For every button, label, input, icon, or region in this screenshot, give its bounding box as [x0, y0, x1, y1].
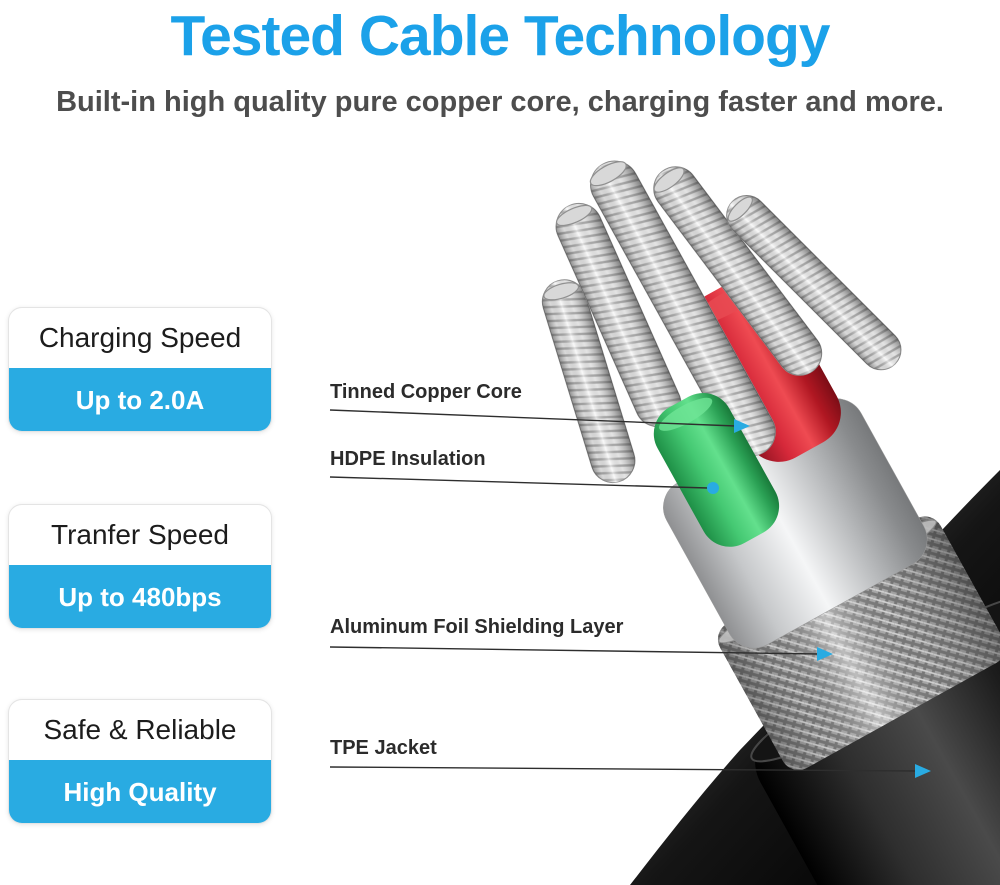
- feature-card-charging-speed: Charging Speed Up to 2.0A: [8, 307, 272, 432]
- feature-card-transfer-speed: Tranfer Speed Up to 480bps: [8, 504, 272, 629]
- callout-tinned-copper-core: Tinned Copper Core: [330, 381, 522, 403]
- tpe-jacket: [755, 593, 1000, 885]
- arrow-tpe-jacket: [915, 764, 931, 778]
- page-title: Tested Cable Technology: [170, 4, 831, 68]
- feature-heading: Charging Speed: [38, 322, 242, 353]
- feature-value: Up to 2.0A: [9, 368, 271, 431]
- callout-lines: [329, 409, 918, 772]
- feature-heading: Safe & Reliable: [43, 714, 237, 745]
- dot-hdpe-insulation: [707, 482, 719, 494]
- page-subtitle: Built-in high quality pure copper core, …: [56, 86, 944, 118]
- callout-tpe-jacket: TPE Jacket: [330, 737, 437, 759]
- feature-heading: Tranfer Speed: [51, 519, 229, 550]
- hdpe-insulation-wire: [653, 393, 780, 547]
- feature-value: High Quality: [9, 760, 271, 823]
- callout-markers: [707, 419, 931, 778]
- arrow-tinned-copper: [734, 419, 750, 433]
- feature-value: Up to 480bps: [9, 565, 271, 628]
- callout-aluminum-foil-shielding-layer: Aluminum Foil Shielding Layer: [330, 616, 624, 638]
- feature-card-safe-reliable: Safe & Reliable High Quality: [8, 699, 272, 824]
- arrow-foil-shielding: [817, 647, 833, 661]
- callout-hdpe-insulation: HDPE Insulation: [330, 448, 486, 470]
- tinned-copper-wire-strands: [541, 160, 902, 484]
